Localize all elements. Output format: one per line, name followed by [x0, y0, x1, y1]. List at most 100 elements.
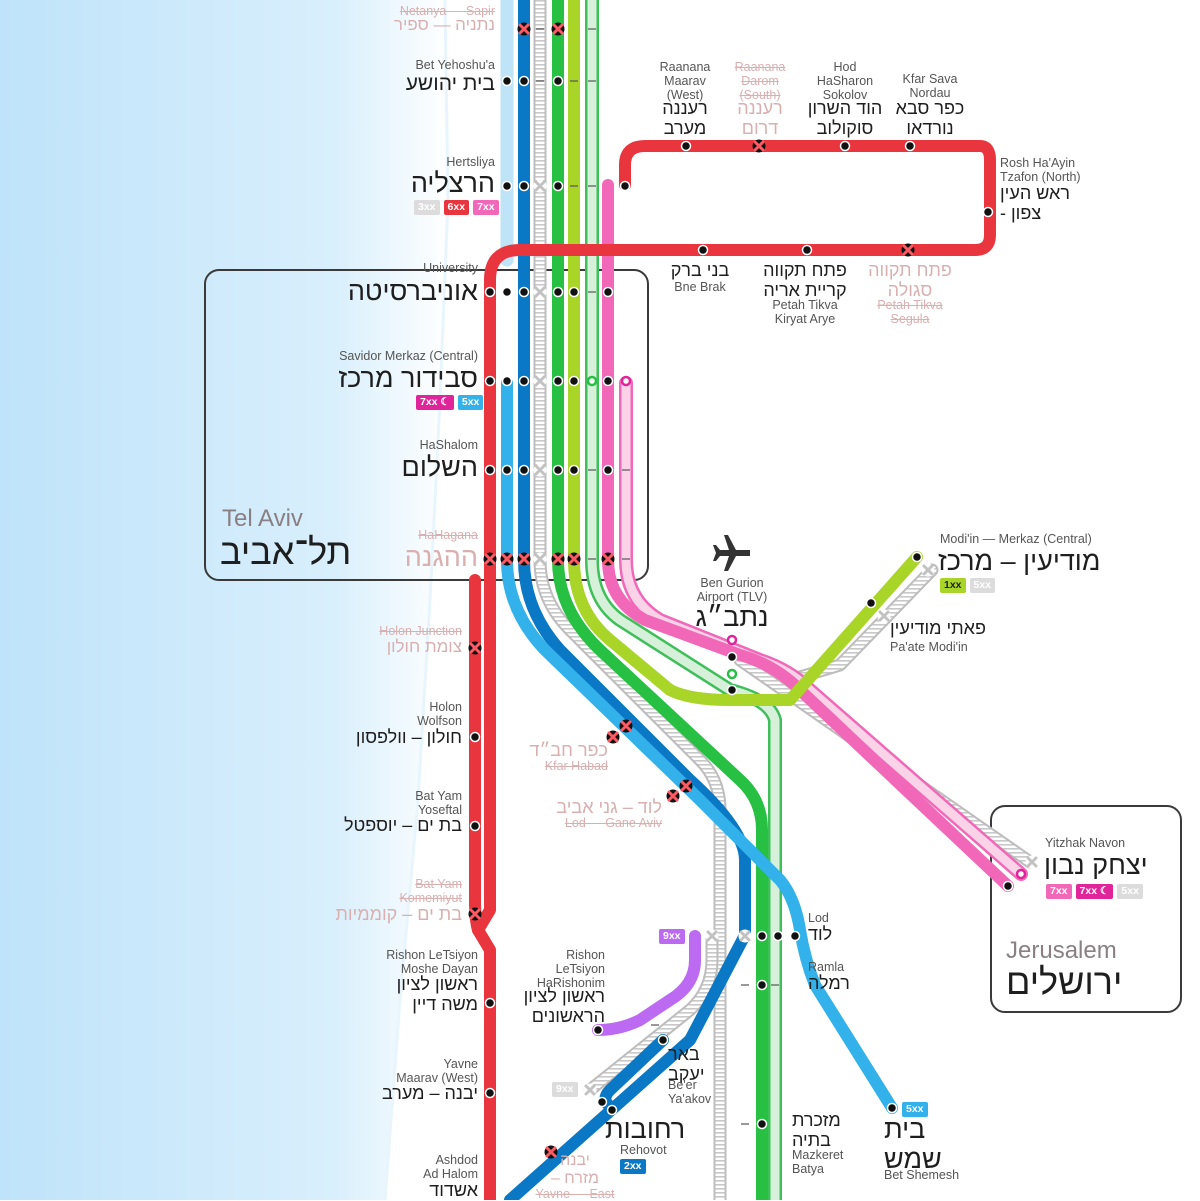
station-holon-junction-he: צומת חולון [386, 637, 462, 656]
badge-7xx-night: 7xx ☾ [1075, 884, 1114, 899]
station-stop [726, 651, 738, 663]
line-lime [568, 0, 923, 706]
station-kiryat-arye-en: Petah Tikva Kiryat Arye [772, 298, 838, 326]
station-stop [606, 1104, 618, 1116]
station-stop [602, 286, 614, 298]
station-stop [501, 375, 513, 387]
line-lightblue [501, 377, 898, 1114]
closed-stop-marker [877, 609, 891, 623]
station-stop [680, 140, 692, 152]
closed-stop-marker [500, 552, 514, 566]
yavne-9xx-badges: 9xx [552, 1082, 578, 1097]
airplane-icon [713, 535, 750, 571]
station-rehovot-en: Rehovot [620, 1143, 667, 1157]
night-stop [1015, 868, 1027, 880]
line-green [552, 0, 768, 1200]
closed-stop-marker [533, 374, 547, 388]
station-hashalom-he: השלום [401, 452, 478, 482]
station-rishon-harishonim-he: ראשון לציון הראשונים [523, 986, 605, 1027]
badge-5xx: 5xx [902, 1102, 928, 1117]
station-bat-yam-komemiyut-he: בת ים – קוממיות [335, 904, 462, 924]
closed-stop-marker [533, 179, 547, 193]
station-ramla-he: רמלה [808, 973, 850, 993]
closed-stop-marker [738, 929, 752, 943]
closed-stop-marker [666, 789, 680, 803]
station-modiin-center-he: מודיעין – מרכז [938, 546, 1101, 576]
station-yitzhak-navon-he: יצחק נבון [1044, 850, 1148, 880]
station-stop [596, 1096, 608, 1108]
closed-stop-marker [679, 779, 693, 793]
station-segula-he: פתח תקווה סגולה [868, 260, 952, 301]
modiin-badges: 1xx 5xx [940, 578, 996, 593]
station-stop [518, 75, 530, 87]
badge-3xx: 3xx [414, 200, 440, 215]
station-kiryat-arye-he: פתח תקווה קריית אריה [763, 260, 847, 301]
station-stop [518, 286, 530, 298]
station-mazkeret-batya-he: מזכרת בתיה [792, 1110, 841, 1151]
station-stop [756, 930, 768, 942]
badge-5xx: 5xx [457, 395, 484, 410]
line-blue [504, 0, 751, 1200]
station-bnei-brak-en: Bne Brak [674, 280, 726, 294]
night-stop [586, 375, 598, 387]
station-rosh-haayin-en: Rosh Ha'Ayin Tzafon (North) [1000, 156, 1081, 184]
station-lod-gane-aviv-en: Lod — Gane Aviv [564, 816, 662, 830]
bet-shemesh-badges: 5xx [902, 1102, 928, 1117]
closed-stop-marker [551, 552, 565, 566]
station-stop [789, 930, 801, 942]
closed-stop-marker [583, 1083, 597, 1097]
station-university-he: אוניברסיטה [347, 276, 478, 306]
station-holon-junction-en: Holon Junction [379, 624, 462, 638]
netanya-closed [551, 22, 565, 36]
city-tel-aviv-en: Tel Aviv [222, 505, 303, 532]
closed-stop-marker [517, 552, 531, 566]
station-kfar-habad-he: כפר חב״ד [529, 740, 609, 760]
badge-7xx: 7xx [473, 200, 499, 215]
station-modiin-center-en: Modi'in — Merkaz (Central) [940, 532, 1092, 546]
station-kfar-habad-en: Kfar Habad [544, 759, 608, 773]
station-stop [518, 464, 530, 476]
station-lod-en: Lod [808, 911, 829, 925]
station-stop [552, 286, 564, 298]
savidor-badges: 7xx ☾ 5xx [416, 395, 484, 410]
station-stop [469, 731, 481, 743]
station-hahagana-he: ההגנה [404, 542, 478, 572]
station-stop [726, 684, 738, 696]
station-holon-wolfson-en: Holon Wolfson [417, 700, 462, 728]
line-red [472, 140, 996, 1200]
station-paate-modiin-he: פאתי מודיעין [890, 618, 986, 638]
line-pink [602, 179, 1014, 892]
station-netanya-sapir-en: Netanya — Sapir [399, 4, 495, 18]
station-stop [552, 464, 564, 476]
station-stop [886, 1102, 898, 1114]
navon-badges: 7xx 7xx ☾ 5xx [1046, 884, 1143, 899]
station-raanana-south-en: Raanana Darom (South) [734, 60, 786, 102]
station-stop [657, 1034, 669, 1046]
station-rehovot-he: רחובות [605, 1114, 686, 1144]
station-stop [469, 820, 481, 832]
night-stop [726, 668, 738, 680]
station-stop [756, 1118, 768, 1130]
station-kfar-sava-en: Kfar Sava Nordau [902, 72, 958, 100]
station-bat-yam-komemiyut-en: Bat Yam Komemiyut [399, 877, 462, 905]
closed-stop-marker [921, 563, 935, 577]
station-stop [484, 1087, 496, 1099]
closed-stop-marker [1025, 855, 1039, 869]
badge-7xx-night: 7xx ☾ [416, 395, 454, 410]
closed-stop-marker [483, 552, 497, 566]
badge-2xx: 2xx [620, 1159, 646, 1174]
station-lod-gane-aviv-he: לוד – גני אביב [556, 797, 662, 817]
closed-stop-marker [567, 552, 581, 566]
station-stop [772, 930, 784, 942]
station-yitzhak-navon-en: Yitzhak Navon [1045, 836, 1126, 850]
station-stop [484, 375, 496, 387]
station-hahagana-en: HaHagana [418, 528, 478, 542]
station-stop [484, 464, 496, 476]
station-yavne-west-en: Yavne Maarav (West) [396, 1057, 478, 1085]
station-stop [904, 140, 916, 152]
station-stop [501, 180, 513, 192]
station-stop [518, 180, 530, 192]
station-bet-yehoshua-en: Bet Yehoshu'a [415, 58, 495, 72]
badge-6xx: 6xx [443, 200, 470, 215]
